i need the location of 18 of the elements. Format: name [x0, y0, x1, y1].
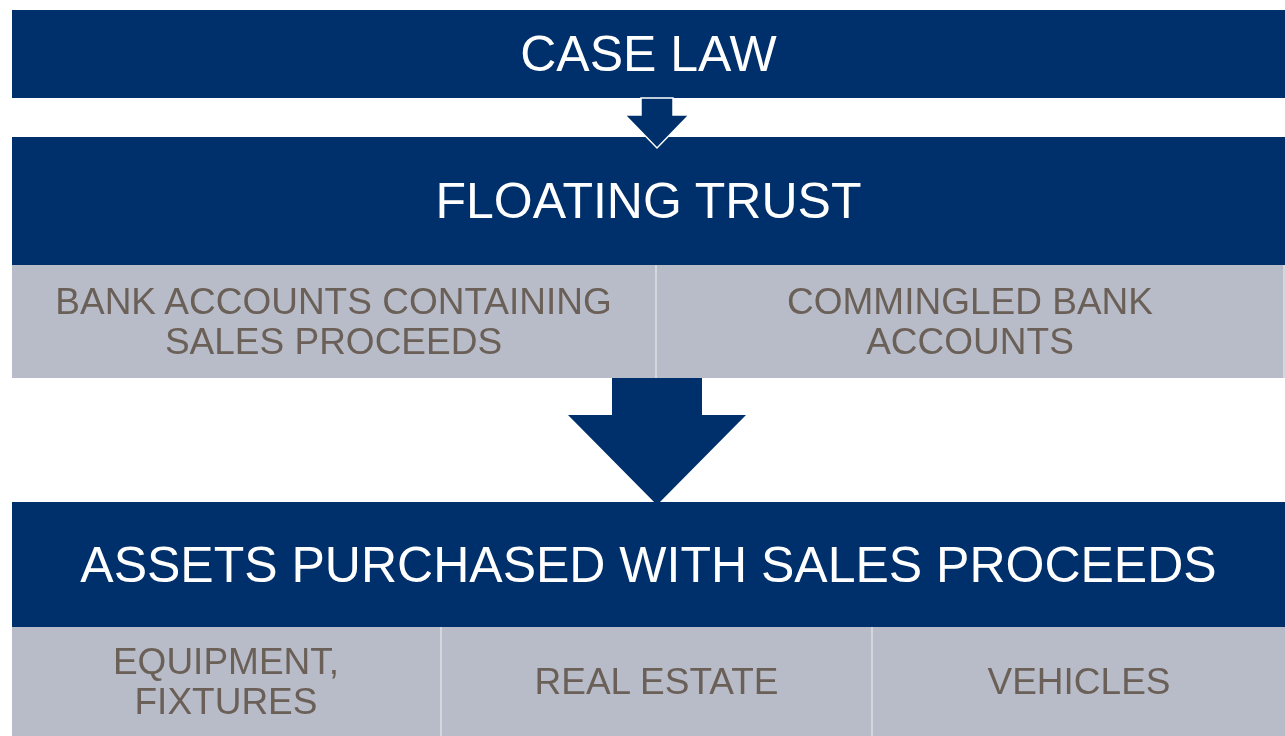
- heading-text: FLOATING TRUST: [435, 172, 862, 230]
- category-label: REAL ESTATE: [534, 661, 779, 702]
- category-label: VEHICLES: [987, 661, 1171, 702]
- block-arrow: [568, 378, 746, 505]
- category-label: BANK ACCOUNTS CONTAINING SALES PROCEEDS: [54, 281, 613, 362]
- category-box: [12, 627, 442, 736]
- category-label: EQUIPMENT, FIXTURES: [111, 641, 341, 722]
- category-box: [442, 627, 873, 736]
- category-box: [657, 265, 1285, 378]
- heading-banner: [12, 137, 1285, 265]
- heading-text: CASE LAW: [520, 25, 777, 83]
- category-label: COMMINGLED BANK ACCOUNTS: [786, 281, 1154, 362]
- heading-banner: [12, 10, 1285, 98]
- heading-banner: [12, 502, 1285, 627]
- category-box: [12, 265, 657, 378]
- block-arrow: [623, 97, 691, 150]
- category-box: [873, 627, 1285, 736]
- heading-text: ASSETS PURCHASED WITH SALES PROCEEDS: [80, 535, 1217, 594]
